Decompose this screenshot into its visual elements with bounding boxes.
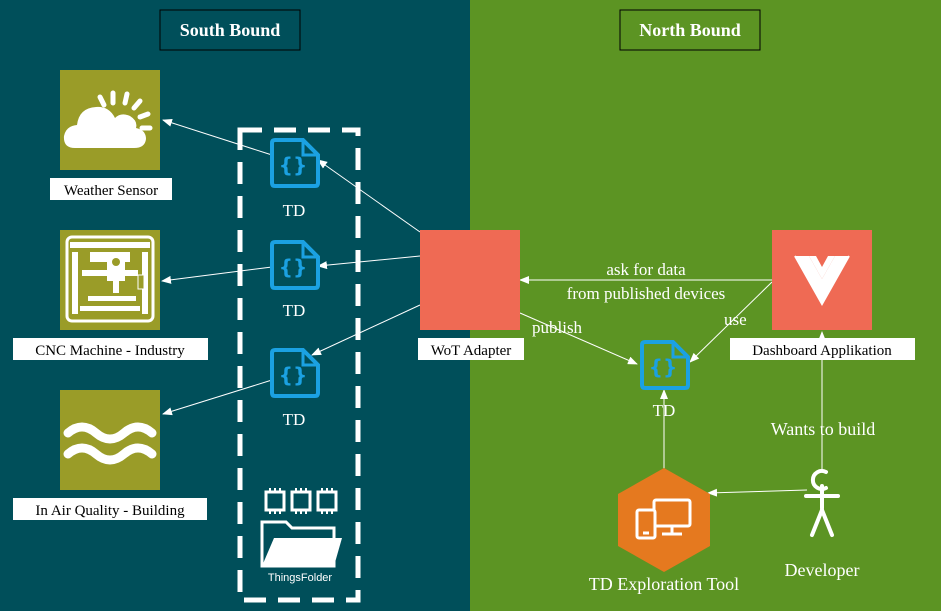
developer-label: Developer — [785, 560, 860, 580]
dashboard-application: Dashboard Applikation — [730, 230, 915, 360]
south-bound-title: South Bound — [180, 20, 281, 40]
wants-to-build-label: Wants to build — [771, 419, 876, 439]
north-bound-title: North Bound — [639, 20, 741, 40]
td-label: TD — [283, 410, 306, 429]
air-quality-label: In Air Quality - Building — [35, 503, 185, 519]
from-published-devices-label: from published devices — [567, 284, 726, 303]
chip-icon — [264, 488, 338, 514]
air-waves-icon — [63, 422, 157, 465]
things-folder: ThingsFolder — [260, 488, 342, 584]
weather-sensor-label: Weather Sensor — [64, 183, 158, 199]
use-label: use — [724, 310, 747, 329]
wot-adapter-label: WoT Adapter — [431, 343, 512, 359]
vue-logo-icon — [794, 255, 850, 307]
td-document-1: TD — [270, 138, 320, 220]
td-document-3: TD — [270, 348, 320, 429]
dashboard-label: Dashboard Applikation — [752, 343, 892, 359]
devices-icon — [635, 498, 692, 540]
td-label: TD — [283, 301, 306, 320]
things-folder-boundary — [237, 127, 361, 603]
weather-cloud-sun-icon — [63, 90, 153, 148]
wot-adapter: WoT Adapter — [418, 230, 524, 360]
cnc-machine-label: CNC Machine - Industry — [35, 343, 185, 359]
td-document-north: TD — [640, 340, 690, 420]
developer-icon — [804, 469, 840, 537]
folder-icon — [260, 520, 342, 568]
developer-actor: Developer — [785, 469, 860, 580]
ask-for-data-label: ask for data — [606, 260, 686, 279]
cnc-machine-icon — [65, 235, 155, 323]
td-north-label: TD — [653, 401, 676, 420]
td-label: TD — [283, 201, 306, 220]
air-quality-device: In Air Quality - Building — [13, 390, 207, 520]
td-exploration-tool: TD Exploration Tool — [589, 468, 739, 594]
td-document-2: TD — [270, 240, 320, 320]
weather-sensor-device: Weather Sensor — [50, 70, 172, 200]
publish-label: publish — [532, 318, 583, 337]
cnc-machine-device: CNC Machine - Industry — [13, 230, 208, 360]
td-exploration-tool-label: TD Exploration Tool — [589, 574, 739, 594]
things-folder-label: ThingsFolder — [268, 572, 333, 584]
